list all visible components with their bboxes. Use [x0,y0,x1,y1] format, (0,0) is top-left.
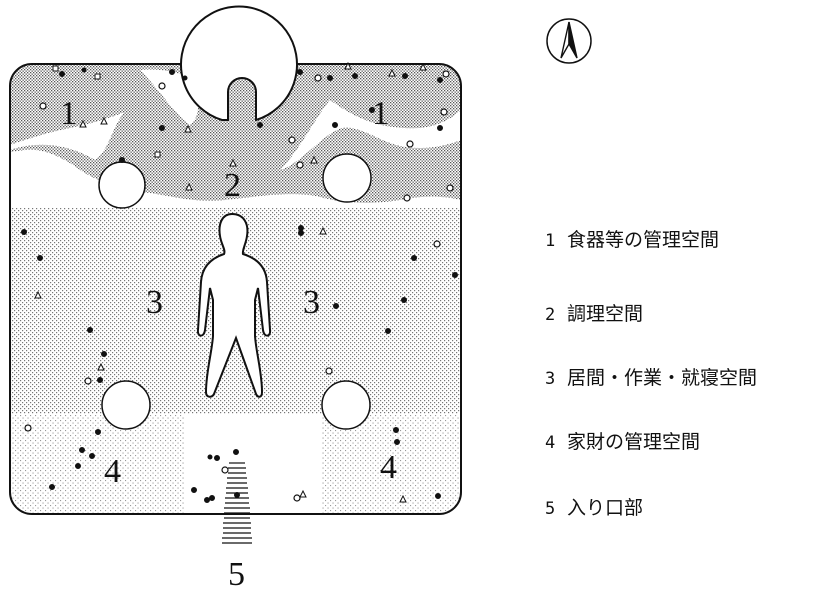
circle-top-right [322,153,372,203]
zone-label-4-left: 4 [104,453,121,490]
zone-label-4-right: 4 [380,449,397,486]
legend-label: 居間・作業・就寝空間 [567,367,758,389]
zone-label-3-left: 3 [146,284,163,321]
zone-label-2: 2 [224,167,241,204]
legend-num: 4 [545,433,556,453]
human-figure-icon [196,212,272,398]
legend-item-3: 3 居間・作業・就寝空間 [545,363,757,390]
zone-label-1-right: 1 [372,95,389,132]
north-arrow-icon [546,18,592,64]
hollow-markers [24,70,454,502]
square-markers [52,65,161,158]
legend-item-1: 1 食器等の管理空間 [545,225,719,252]
legend-num: 5 [545,499,556,519]
cloud-gap-right [280,100,461,170]
top-round-object [180,5,298,122]
zone-label-5: 5 [228,556,245,589]
scattered-markers [21,67,458,503]
circle-bottom-left [101,380,151,430]
legend-item-4: 4 家財の管理空間 [545,427,700,454]
circle-top-left [98,161,146,209]
legend-item-5: 5 入り口部 [545,493,643,520]
zone-4-area-left [10,414,185,514]
triangle-markers [34,61,427,503]
legend-label: 家財の管理空間 [567,431,701,453]
legend-label: 調理空間 [567,303,644,325]
zone-label-3-right: 3 [303,284,320,321]
legend-item-2: 2 調理空間 [545,299,643,326]
legend-num: 3 [545,369,556,389]
legend-num: 1 [545,231,556,251]
legend-label: 入り口部 [567,497,644,519]
entrance-steps [222,462,252,544]
legend-num: 2 [545,305,556,325]
legend-label: 食器等の管理空間 [567,229,720,251]
cloud-gap-left [10,112,125,160]
circle-bottom-right [321,380,371,430]
zone-label-1-left: 1 [60,95,77,132]
